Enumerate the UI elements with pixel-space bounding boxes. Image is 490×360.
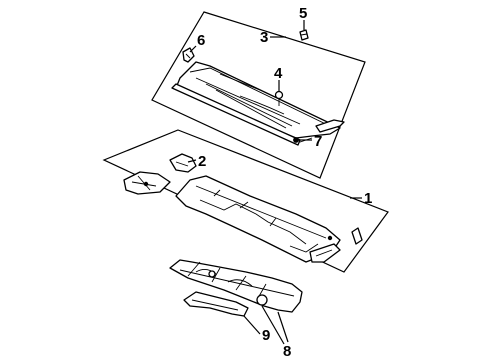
callout-1: 1	[364, 190, 372, 207]
small-clip	[351, 227, 363, 245]
callout-5: 5	[299, 5, 307, 22]
dash-panel	[169, 259, 303, 313]
leader-8b	[277, 311, 289, 343]
part-9-seal	[183, 291, 249, 317]
callout-6: 6	[197, 32, 205, 49]
part-4-clip	[274, 90, 284, 100]
dash-panel-grommet	[256, 294, 268, 306]
callout-3: 3	[260, 29, 268, 46]
part-7-point	[293, 137, 299, 143]
leader-2	[187, 159, 197, 163]
leader-9	[243, 315, 261, 335]
side-seal	[315, 119, 345, 133]
leader-lines	[187, 20, 362, 345]
leader-6	[189, 45, 197, 53]
callout-2: 2	[198, 153, 206, 170]
upper-panel-group	[151, 11, 366, 179]
part-2-bracket-upper	[169, 153, 197, 173]
callout-labels: 1 2 3 4 5 6 7 8 9	[197, 5, 372, 360]
callout-4: 4	[274, 65, 283, 82]
upper-group-frame	[151, 11, 366, 179]
dash-panel-group	[169, 259, 303, 317]
leader-8a	[261, 305, 285, 345]
lower-group-frame	[102, 129, 389, 273]
lower-panel-group	[102, 129, 389, 273]
callout-7: 7	[314, 133, 322, 150]
dash-upper-panel	[175, 175, 341, 263]
callout-8: 8	[283, 343, 291, 360]
part-5-clip	[299, 29, 309, 41]
callout-9: 9	[262, 327, 270, 344]
